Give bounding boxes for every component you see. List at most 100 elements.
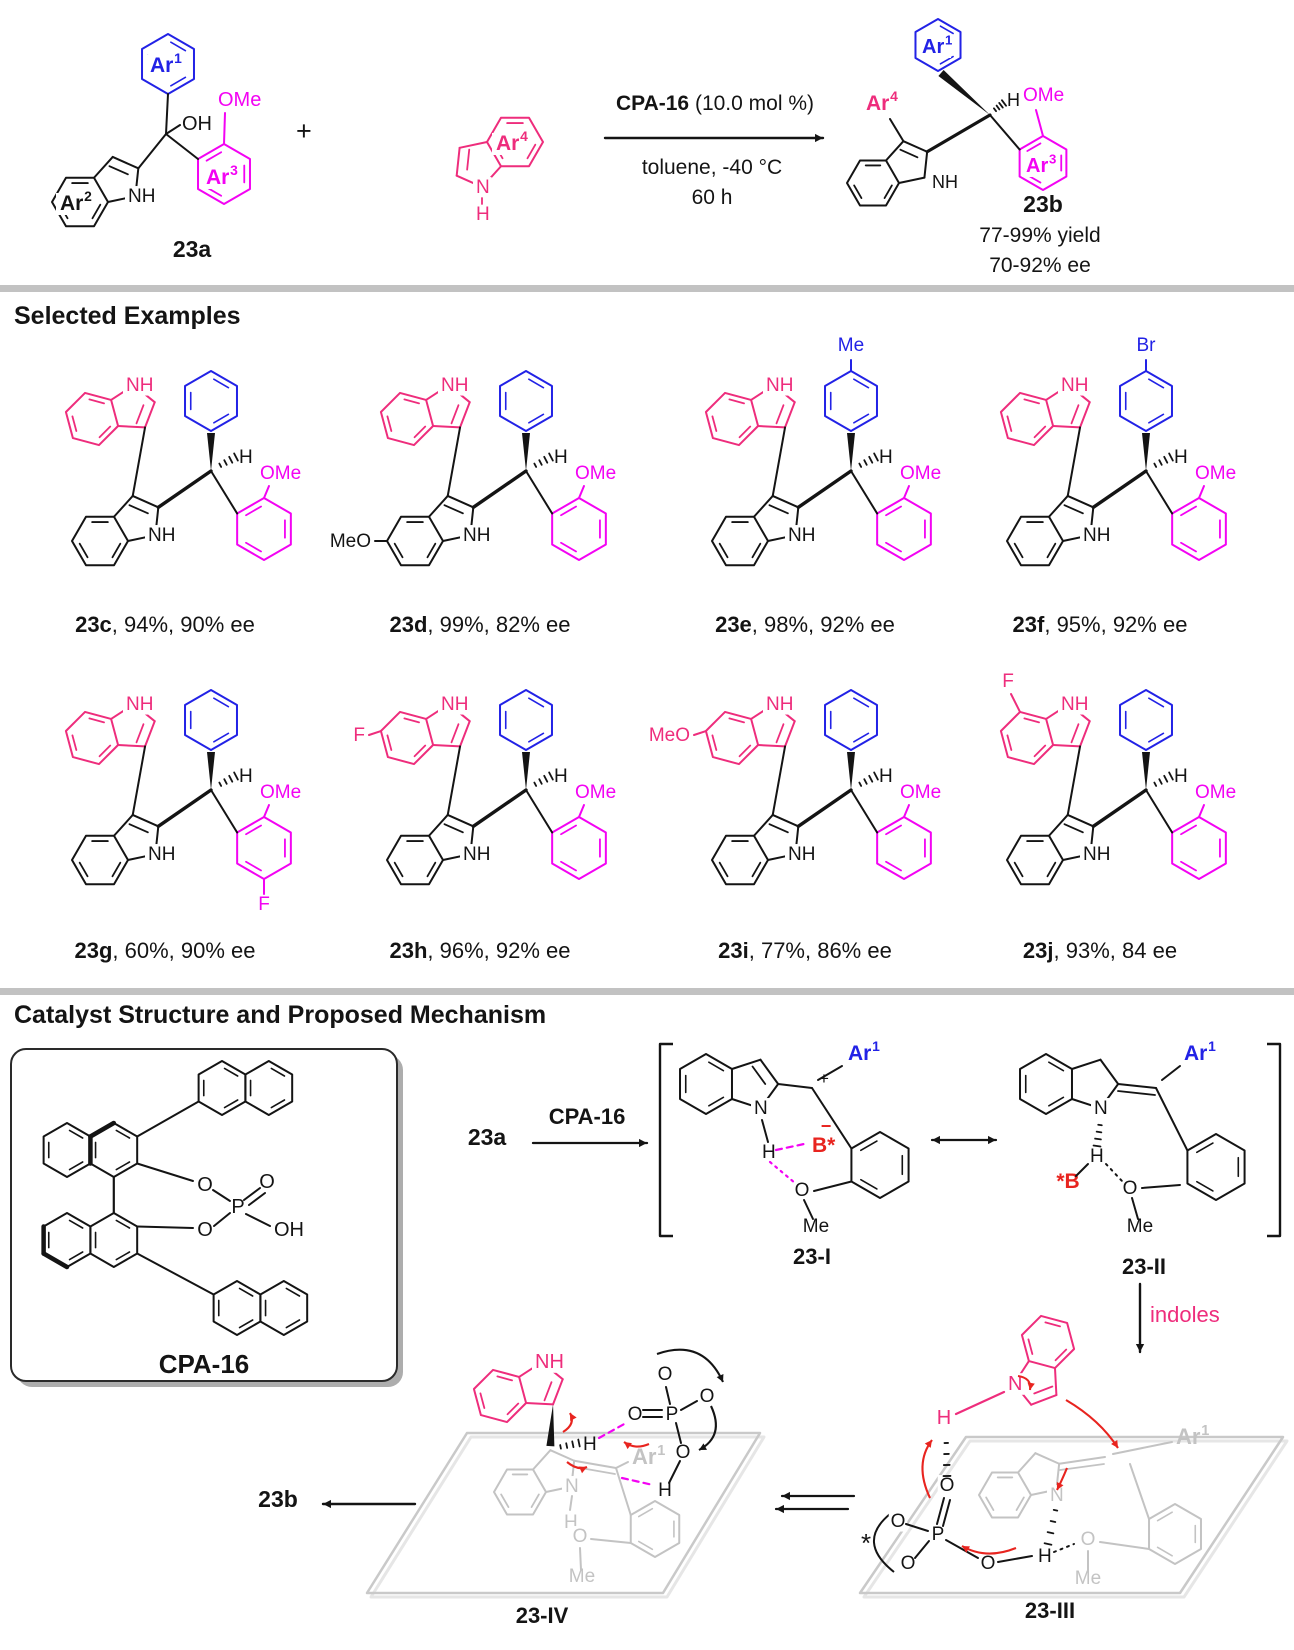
atom-label: Ar bbox=[1026, 155, 1048, 177]
atom-label: H bbox=[937, 1407, 951, 1429]
atom-label: 1 bbox=[657, 1443, 665, 1459]
atom-label: O bbox=[981, 1553, 996, 1574]
compound-result: , 93%, 84 ee bbox=[1053, 938, 1178, 963]
atom-label: H bbox=[554, 447, 568, 468]
atom-label: NH bbox=[1061, 694, 1088, 715]
atom-label: H bbox=[239, 447, 253, 468]
atom-label: NH bbox=[463, 844, 490, 865]
atom-label: F bbox=[258, 894, 270, 915]
caption-23g: 23g, 60%, 90% ee bbox=[0, 938, 330, 964]
atom-label: N bbox=[476, 177, 490, 198]
atom-label: NH bbox=[535, 1351, 564, 1373]
atom-label: H bbox=[1090, 1146, 1104, 1167]
section-divider-2 bbox=[0, 988, 1294, 995]
indoles-label: indoles bbox=[1150, 1302, 1220, 1327]
atom-label: 1 bbox=[174, 50, 182, 66]
yield-range: 77-99% yield bbox=[979, 224, 1101, 247]
atom-label: H bbox=[879, 766, 893, 787]
ee-range: 70-92% ee bbox=[989, 254, 1091, 277]
atom-label: Br bbox=[1137, 335, 1157, 356]
compound-id: 23h bbox=[389, 938, 428, 963]
atom-label: NH bbox=[126, 694, 153, 715]
atom-label: OH bbox=[182, 113, 212, 135]
atom-label: H bbox=[1174, 766, 1188, 787]
atom-label: NH bbox=[766, 694, 793, 715]
mechanism-catalyst-label: CPA-16 bbox=[548, 1104, 626, 1129]
atom-label: *B bbox=[1056, 1170, 1079, 1193]
compound-id: 23c bbox=[75, 612, 112, 637]
atom-label: NH bbox=[441, 375, 468, 396]
atom-label: OMe bbox=[575, 782, 616, 803]
atom-label: NH bbox=[1061, 375, 1088, 396]
atom-label: Ar bbox=[1184, 1042, 1207, 1065]
atom-label: * bbox=[861, 1528, 871, 1558]
atom-label: Me bbox=[1127, 1216, 1153, 1237]
atom-label: N bbox=[754, 1098, 768, 1119]
compound-id: 23g bbox=[74, 938, 113, 963]
atom-label: F bbox=[1002, 671, 1014, 692]
atom-label: Ar bbox=[60, 192, 83, 215]
atom-label: Ar bbox=[922, 36, 944, 58]
intermediate-4-label: 23-IV bbox=[515, 1603, 569, 1628]
conditions-line2: toluene, -40 °C bbox=[641, 156, 783, 179]
indoles-arrow bbox=[1135, 1282, 1145, 1354]
atom-label: 3 bbox=[230, 162, 238, 178]
atom-label: NH bbox=[1083, 525, 1110, 546]
atom-label: Ar bbox=[1176, 1424, 1201, 1449]
compound-result: , 98%, 92% ee bbox=[751, 612, 895, 637]
atom-label: OMe bbox=[900, 782, 941, 803]
atom-label: Ar bbox=[150, 54, 173, 77]
atom-label: Me bbox=[838, 335, 864, 356]
atom-label: O bbox=[197, 1219, 213, 1241]
atom-label: O bbox=[676, 1442, 691, 1463]
atom-label: + bbox=[819, 1069, 829, 1088]
compound-id: 23f bbox=[1012, 612, 1045, 637]
atom-label: O bbox=[1123, 1178, 1138, 1199]
atom-label: NH bbox=[148, 844, 175, 865]
atom-label: OMe bbox=[260, 463, 301, 484]
compound-result: , 60%, 90% ee bbox=[112, 938, 256, 963]
atom-label: O bbox=[1081, 1529, 1096, 1550]
atom-label: H bbox=[762, 1142, 776, 1163]
atom-label: N bbox=[1094, 1098, 1108, 1119]
atom-label: Me bbox=[803, 1216, 829, 1237]
atom-label: OMe bbox=[260, 782, 301, 803]
caption-23e: 23e, 98%, 92% ee bbox=[640, 612, 970, 638]
atom-label: P bbox=[231, 1196, 244, 1218]
intermediate-2-label: 23-II bbox=[1121, 1254, 1167, 1279]
atom-label: NH bbox=[1083, 844, 1110, 865]
atom-label: H bbox=[1038, 1546, 1052, 1567]
caption-23i: 23i, 77%, 86% ee bbox=[640, 938, 970, 964]
atom-label: NH bbox=[148, 525, 175, 546]
atom-label: P bbox=[666, 1404, 679, 1425]
atom-label: H bbox=[476, 204, 490, 225]
atom-label: OMe bbox=[1023, 85, 1064, 106]
atom-label: O bbox=[658, 1364, 673, 1385]
atom-label: NH bbox=[126, 375, 153, 396]
atom-label: O bbox=[940, 1475, 955, 1496]
caption-23f: 23f, 95%, 92% ee bbox=[935, 612, 1265, 638]
atom-label: NH bbox=[463, 525, 490, 546]
atom-label: OMe bbox=[1195, 463, 1236, 484]
atom-label: Ar bbox=[206, 166, 229, 189]
atom-label: H bbox=[583, 1434, 597, 1455]
compound-result: , 99%, 82% ee bbox=[427, 612, 571, 637]
atom-label: Me bbox=[569, 1566, 595, 1587]
catalyst-label: CPA-16 bbox=[158, 1349, 250, 1379]
compound-result: , 95%, 92% ee bbox=[1044, 612, 1188, 637]
mechanism-section-title: Catalyst Structure and Proposed Mechanis… bbox=[14, 1001, 547, 1029]
atom-label: − bbox=[821, 1116, 832, 1136]
atom-label: N bbox=[1008, 1373, 1022, 1395]
examples-section-title: Selected Examples bbox=[14, 302, 241, 330]
atom-label: O bbox=[891, 1511, 906, 1532]
